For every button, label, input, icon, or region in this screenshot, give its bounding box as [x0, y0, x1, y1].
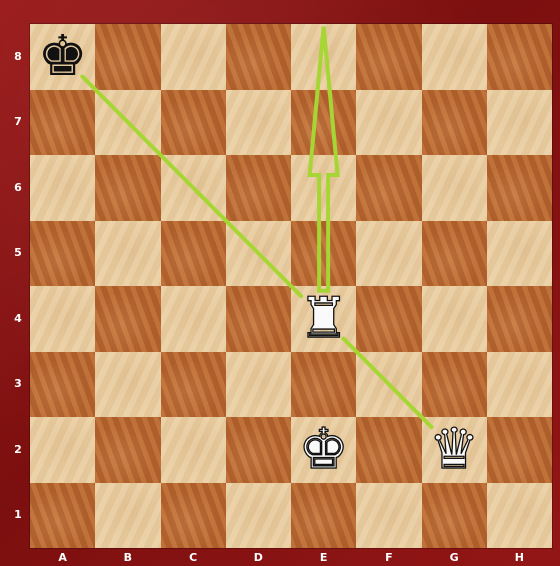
square-e2[interactable]: ♚	[291, 417, 356, 483]
square-e7[interactable]	[291, 90, 356, 156]
rank-label-6: 6	[10, 181, 26, 194]
square-f8[interactable]	[356, 24, 421, 90]
square-a4[interactable]	[30, 286, 95, 352]
square-g1[interactable]	[422, 483, 487, 549]
square-f2[interactable]	[356, 417, 421, 483]
square-d4[interactable]	[226, 286, 291, 352]
square-e4[interactable]: ♜	[291, 286, 356, 352]
square-d1[interactable]	[226, 483, 291, 549]
square-c6[interactable]	[161, 155, 226, 221]
file-label-a: A	[53, 551, 73, 564]
white-queen-icon[interactable]: ♛	[422, 417, 487, 483]
square-g2[interactable]: ♛	[422, 417, 487, 483]
square-a6[interactable]	[30, 155, 95, 221]
file-label-g: G	[444, 551, 464, 564]
square-f4[interactable]	[356, 286, 421, 352]
square-e3[interactable]	[291, 352, 356, 418]
square-e5[interactable]	[291, 221, 356, 287]
square-e6[interactable]	[291, 155, 356, 221]
square-h4[interactable]	[487, 286, 552, 352]
rank-label-2: 2	[10, 443, 26, 456]
square-b7[interactable]	[95, 90, 160, 156]
white-rook-icon[interactable]: ♜	[291, 286, 356, 352]
square-b3[interactable]	[95, 352, 160, 418]
square-e1[interactable]	[291, 483, 356, 549]
square-g6[interactable]	[422, 155, 487, 221]
rank-label-3: 3	[10, 377, 26, 390]
square-b5[interactable]	[95, 221, 160, 287]
square-a2[interactable]	[30, 417, 95, 483]
square-b2[interactable]	[95, 417, 160, 483]
rank-label-7: 7	[10, 115, 26, 128]
square-d6[interactable]	[226, 155, 291, 221]
rank-label-1: 1	[10, 508, 26, 521]
rank-label-8: 8	[10, 50, 26, 63]
square-f1[interactable]	[356, 483, 421, 549]
square-c3[interactable]	[161, 352, 226, 418]
square-c5[interactable]	[161, 221, 226, 287]
file-label-c: C	[183, 551, 203, 564]
square-c2[interactable]	[161, 417, 226, 483]
square-b6[interactable]	[95, 155, 160, 221]
white-king-icon[interactable]: ♚	[291, 417, 356, 483]
square-f6[interactable]	[356, 155, 421, 221]
file-label-f: F	[379, 551, 399, 564]
square-f3[interactable]	[356, 352, 421, 418]
square-a8[interactable]: ♚	[30, 24, 95, 90]
square-e8[interactable]	[291, 24, 356, 90]
square-g3[interactable]	[422, 352, 487, 418]
file-label-e: E	[314, 551, 334, 564]
square-a7[interactable]	[30, 90, 95, 156]
square-h5[interactable]	[487, 221, 552, 287]
chess-board[interactable]: ♚ ♜ ♚ ♛	[30, 24, 552, 548]
square-f7[interactable]	[356, 90, 421, 156]
square-a1[interactable]	[30, 483, 95, 549]
black-king-icon[interactable]: ♚	[30, 24, 95, 90]
rank-label-4: 4	[10, 312, 26, 325]
square-g5[interactable]	[422, 221, 487, 287]
square-h7[interactable]	[487, 90, 552, 156]
square-b8[interactable]	[95, 24, 160, 90]
square-d5[interactable]	[226, 221, 291, 287]
square-g8[interactable]	[422, 24, 487, 90]
square-c8[interactable]	[161, 24, 226, 90]
square-h2[interactable]	[487, 417, 552, 483]
file-label-b: B	[118, 551, 138, 564]
square-d7[interactable]	[226, 90, 291, 156]
square-b1[interactable]	[95, 483, 160, 549]
square-g7[interactable]	[422, 90, 487, 156]
square-h6[interactable]	[487, 155, 552, 221]
file-label-d: D	[248, 551, 268, 564]
square-c4[interactable]	[161, 286, 226, 352]
rank-label-5: 5	[10, 246, 26, 259]
square-d3[interactable]	[226, 352, 291, 418]
square-h1[interactable]	[487, 483, 552, 549]
square-a3[interactable]	[30, 352, 95, 418]
square-c7[interactable]	[161, 90, 226, 156]
square-d2[interactable]	[226, 417, 291, 483]
square-g4[interactable]	[422, 286, 487, 352]
square-c1[interactable]	[161, 483, 226, 549]
square-f5[interactable]	[356, 221, 421, 287]
square-a5[interactable]	[30, 221, 95, 287]
square-h3[interactable]	[487, 352, 552, 418]
file-label-h: H	[509, 551, 529, 564]
square-b4[interactable]	[95, 286, 160, 352]
square-d8[interactable]	[226, 24, 291, 90]
square-h8[interactable]	[487, 24, 552, 90]
